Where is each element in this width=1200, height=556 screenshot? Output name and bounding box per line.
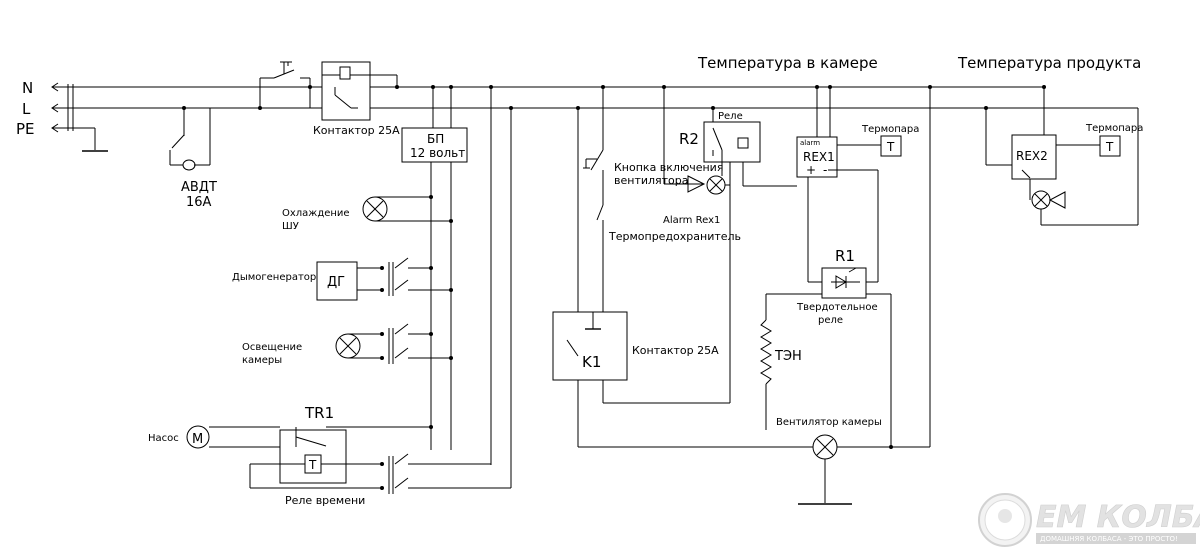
power-supply [401, 85, 513, 488]
breaker-label-1: АВДТ [181, 180, 217, 195]
label-l: L [22, 100, 31, 118]
rex2-t-label: T [1105, 140, 1114, 154]
r1-label: R1 [835, 247, 855, 265]
brand-logo: ЕМ КОЛБАСКИ ДОМАШНЯЯ КОЛБАСА - ЭТО ПРОСТ… [978, 493, 1200, 547]
smoke-generator [316, 257, 453, 301]
bus-lines [51, 82, 1005, 152]
rex1-alarm-small-label: alarm [800, 139, 820, 147]
breaker-avdt [169, 106, 211, 171]
thermal-fuse-label: Термопредохранитель [608, 230, 741, 243]
heading-chamber-temp: Температура в камере [697, 54, 878, 72]
tr1-label: TR1 [304, 404, 334, 422]
ssr-label-2: реле [818, 315, 843, 326]
psu-label-2: 12 вольт [410, 146, 465, 160]
fan-circuit [552, 85, 721, 447]
smoke-gen-box-label: ДГ [327, 275, 345, 290]
logo-tagline: ДОМАШНЯЯ КОЛБАСА - ЭТО ПРОСТО! [1040, 535, 1178, 543]
alarm-rex1-label: Alarm Rex1 [663, 215, 720, 226]
cooling-lamp [362, 195, 453, 223]
contactor-main-label: Контактор 25А [313, 124, 400, 137]
smoke-gen-label: Дымогенератор [232, 272, 316, 283]
alarm-relay [662, 85, 797, 404]
label-n: N [22, 79, 33, 97]
rex1-plus: + [806, 163, 816, 177]
motor-label: M [192, 432, 203, 447]
label-pe: PE [16, 120, 35, 138]
light-label-2: камеры [242, 355, 282, 366]
timer-relay-label: Реле времени [285, 494, 365, 507]
main-contactor [258, 61, 399, 121]
timer-relay [186, 425, 511, 494]
fan-button-label-2: вентилятора [614, 174, 689, 187]
logo-name: ЕМ КОЛБАСКИ [1036, 500, 1200, 535]
fan-button-label-1: Кнопка включения [614, 161, 723, 174]
rele-label: Реле [718, 111, 743, 122]
chamber-light-lamp [335, 323, 453, 364]
rex2-name: REX2 [1016, 149, 1048, 163]
rex2-thermo-label: Термопара [1085, 123, 1143, 134]
chamber-fan-label: Вентилятор камеры [776, 417, 882, 428]
rex1-controller [796, 85, 902, 299]
heater-circuit [578, 85, 932, 505]
light-label-1: Освещение [242, 342, 302, 353]
cooling-label-2: ШУ [282, 221, 299, 232]
contactor-k1-label: Контактор 25А [632, 344, 719, 357]
rex1-t-label: T [886, 140, 895, 154]
pump-label: Насос [148, 433, 179, 444]
timer-t-label: T [308, 458, 317, 472]
r2-label: R2 [679, 130, 699, 148]
rex1-name: REX1 [803, 150, 835, 164]
rex1-minus: - [823, 163, 827, 177]
rex2-controller [984, 85, 1139, 226]
breaker-label-2: 16А [186, 195, 212, 210]
k1-label: K1 [582, 353, 601, 371]
psu-label-1: БП [427, 132, 444, 146]
cooling-label-1: Охлаждение [282, 208, 350, 219]
heading-product-temp: Температура продукта [957, 54, 1141, 72]
heater-label: ТЭН [774, 349, 802, 364]
ssr-label-1: Твердотельное [796, 302, 878, 313]
rex1-thermo-label: Термопара [861, 124, 919, 135]
